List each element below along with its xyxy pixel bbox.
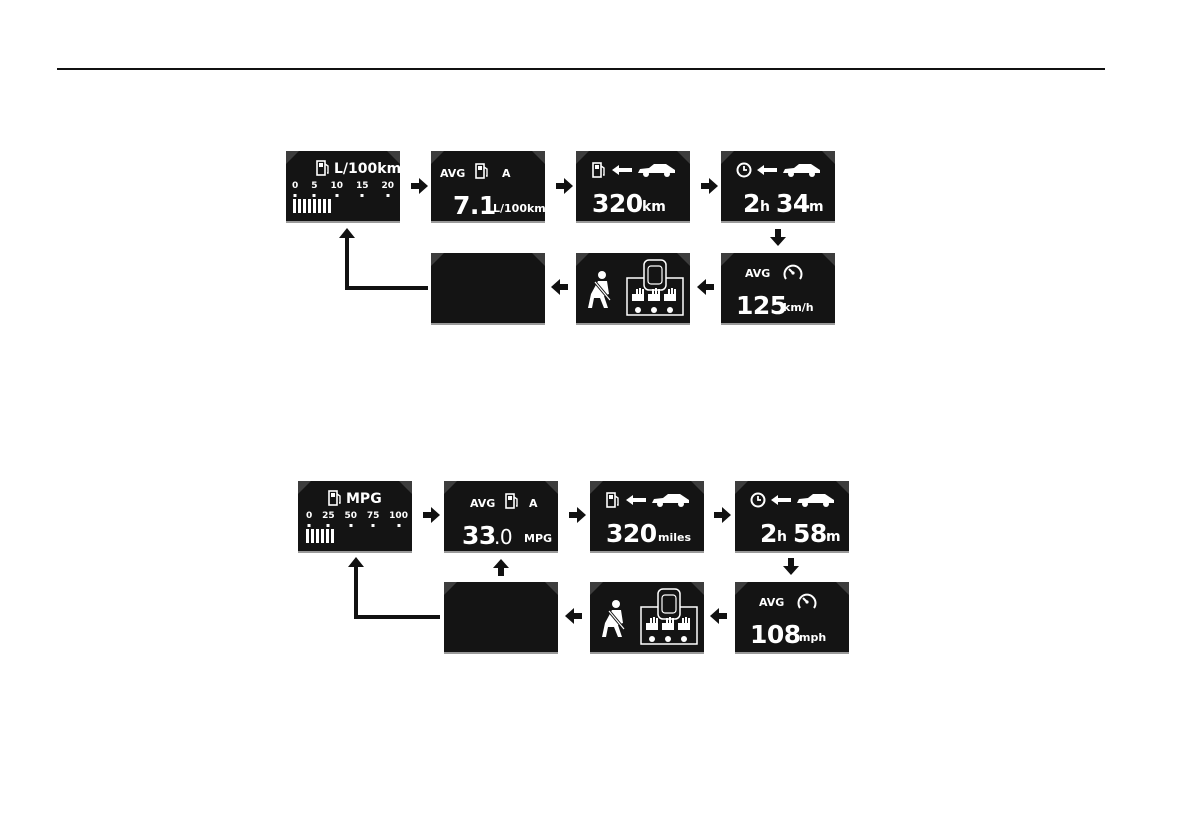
arrow-right	[411, 178, 428, 194]
time-minutes-unit: m	[826, 529, 841, 545]
avg-fuel-unit: L/100km	[493, 202, 545, 215]
seat-occupancy-icon	[626, 259, 684, 316]
seatbelt-icon	[588, 271, 612, 308]
speedometer-icon	[797, 593, 817, 609]
panel-time-remaining: 2 h 58 m	[735, 481, 849, 553]
scale-tick-label: 50	[344, 511, 357, 521]
arrow-up	[493, 559, 509, 576]
avg-label: AVG	[759, 596, 785, 609]
fuel-pump-icon	[316, 160, 329, 176]
avg-speed-unit: km/h	[783, 301, 814, 314]
return-arrow	[339, 228, 428, 290]
range-value: 320	[592, 189, 643, 218]
arrow-right	[556, 178, 573, 194]
header-rule	[57, 68, 1105, 70]
avg-speed-unit: mph	[799, 631, 827, 644]
arrow-down	[770, 229, 786, 246]
avg-trip-label: A	[529, 497, 538, 510]
arrow-right	[423, 507, 440, 523]
arrow-left-icon	[757, 165, 777, 175]
fuel-economy-scale: 0 5 10 15 20	[292, 181, 394, 191]
time-minutes: 34	[776, 189, 810, 218]
car-icon	[783, 164, 820, 177]
arrow-left	[565, 608, 582, 624]
fuel-economy-bar	[306, 529, 334, 543]
panel-seatbelt-status	[576, 253, 690, 325]
return-arrow	[348, 557, 440, 619]
range-unit: miles	[658, 531, 692, 544]
panel-blank	[444, 582, 558, 654]
panel-time-remaining: 2 h 34 m	[721, 151, 835, 223]
time-minutes-unit: m	[809, 199, 824, 215]
panel-average-speed: AVG 108 mph	[735, 582, 849, 654]
time-hours: 2	[743, 189, 760, 218]
seatbelt-icon	[602, 600, 626, 637]
car-icon	[797, 494, 834, 507]
arrow-left-icon	[771, 495, 791, 505]
arrow-right	[714, 507, 731, 523]
clock-icon	[736, 162, 752, 178]
arrow-left	[551, 279, 568, 295]
scale-tick-label: 5	[311, 181, 318, 191]
arrow-right	[701, 178, 718, 194]
avg-speed-value: 108	[750, 620, 801, 649]
range-unit: km	[642, 199, 666, 215]
arrow-down	[783, 558, 799, 575]
arrow-right	[569, 507, 586, 523]
scale-tick-label: 100	[389, 511, 408, 521]
scale-tick-label: 15	[355, 181, 369, 191]
avg-label: AVG	[440, 167, 466, 180]
scale-tick-label: 75	[366, 511, 380, 521]
panel-average-fuel-economy: AVG A 7.1 L/100km	[431, 151, 545, 223]
arrow-left-icon	[626, 495, 646, 505]
fuel-pump-icon	[328, 490, 341, 506]
time-hours-unit: h	[760, 199, 770, 215]
avg-fuel-value: 7.1	[453, 191, 496, 220]
arrow-left	[710, 608, 727, 624]
clock-icon	[750, 492, 766, 508]
range-value: 320	[606, 519, 657, 548]
panel-seatbelt-status	[590, 582, 704, 654]
avg-fuel-unit: MPG	[524, 532, 553, 545]
arrow-left-icon	[612, 165, 632, 175]
fuel-pump-icon	[475, 163, 488, 179]
car-icon	[638, 164, 675, 177]
fuel-economy-scale: 0 25 50 75 100	[306, 511, 408, 521]
avg-trip-label: A	[502, 167, 511, 180]
fuel-economy-bar	[293, 199, 331, 213]
panel-instant-fuel-economy: MPG 0 25 50 75 100	[298, 481, 412, 553]
arrow-left	[697, 279, 714, 295]
panel-instant-fuel-economy: L/100km 0 5 10 15 20	[286, 151, 400, 223]
scale-tick-label: 25	[322, 511, 335, 521]
scale-tick-label: 0	[292, 181, 299, 191]
avg-label: AVG	[745, 267, 771, 280]
avg-speed-value: 125	[736, 291, 787, 320]
car-icon	[652, 494, 689, 507]
panel-average-speed: AVG 125 km/h	[721, 253, 835, 325]
panel-range: 320 km	[576, 151, 690, 223]
panel-average-fuel-economy: AVG A 33 .0 MPG	[444, 481, 558, 553]
fuel-economy-unit: MPG	[346, 491, 382, 507]
seat-occupancy-icon	[640, 588, 698, 645]
fuel-pump-icon	[606, 492, 619, 508]
panel-range: 320 miles	[590, 481, 704, 553]
avg-fuel-decimal: .0	[494, 525, 513, 549]
scale-tick-label: 0	[306, 511, 313, 521]
scale-tick-label: 20	[381, 181, 394, 191]
fuel-economy-unit: L/100km	[334, 161, 400, 177]
time-hours: 2	[760, 519, 777, 548]
speedometer-icon	[783, 264, 803, 280]
fuel-pump-icon	[505, 493, 518, 509]
avg-label: AVG	[470, 497, 496, 510]
avg-fuel-value: 33	[462, 521, 496, 550]
panel-blank	[431, 253, 545, 325]
fuel-pump-icon	[592, 162, 605, 178]
time-minutes: 58	[793, 519, 827, 548]
time-hours-unit: h	[777, 529, 787, 545]
scale-tick-label: 10	[330, 181, 343, 191]
